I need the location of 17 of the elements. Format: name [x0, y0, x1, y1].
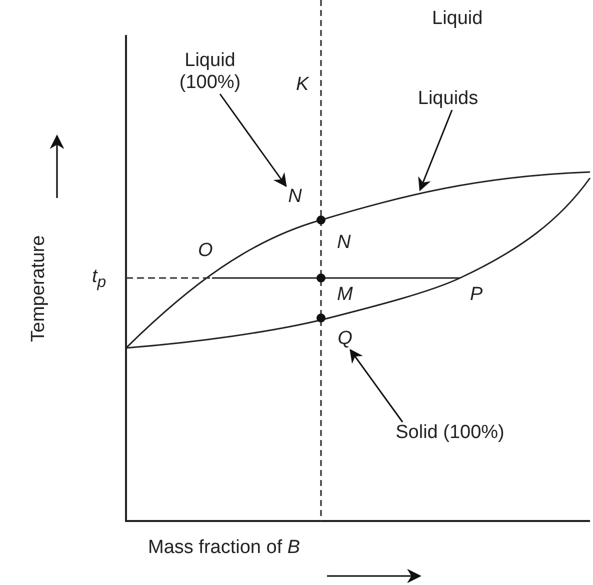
leader-arrow: [219, 94, 287, 188]
leader-arrow: [350, 348, 404, 422]
leader-arrow: [418, 110, 453, 192]
axis-title: Mass fraction of B: [148, 537, 300, 559]
point-label: K: [296, 74, 309, 96]
text-label: Solid (100%): [355, 422, 545, 444]
point-label: N: [337, 232, 351, 254]
point-label: N: [286, 186, 304, 208]
region-label: Liquid: [432, 8, 483, 30]
text-label: Liquid (100%): [160, 50, 260, 94]
text-label: Liquids: [408, 88, 488, 110]
point-label: M: [337, 284, 353, 306]
point-label: O: [198, 240, 213, 262]
temperature-label: t$_{p}$: [92, 266, 106, 293]
axis-title: Temperature: [28, 236, 50, 342]
point-label: Q: [336, 328, 354, 350]
point-label: P: [470, 284, 483, 306]
